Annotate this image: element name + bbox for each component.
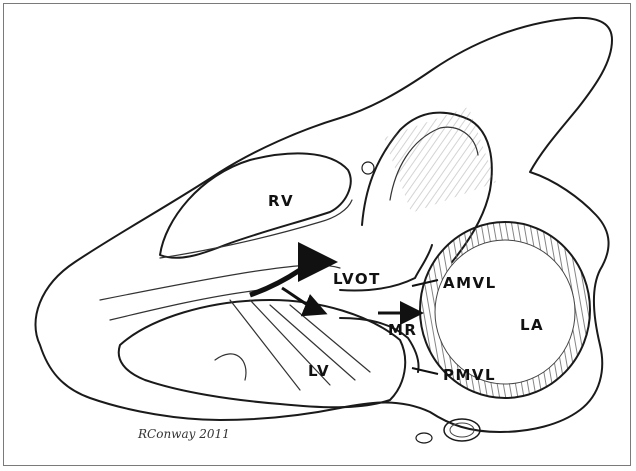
label-mr: MR (388, 321, 417, 339)
rv-chamber (160, 153, 351, 257)
label-la: LA (520, 316, 544, 334)
artist-signature: RConway 2011 (137, 427, 230, 441)
coronary-vessel-icon (362, 162, 374, 174)
label-pmvl: PMVL (443, 366, 496, 384)
aorta-hatching (384, 107, 496, 213)
label-rv: RV (268, 192, 294, 210)
pmvl-leader (412, 368, 438, 374)
lv-chamber (119, 300, 405, 407)
label-lv: LV (308, 362, 330, 380)
label-lvot: LVOT (333, 270, 381, 288)
label-amvl: AMVL (443, 274, 497, 292)
